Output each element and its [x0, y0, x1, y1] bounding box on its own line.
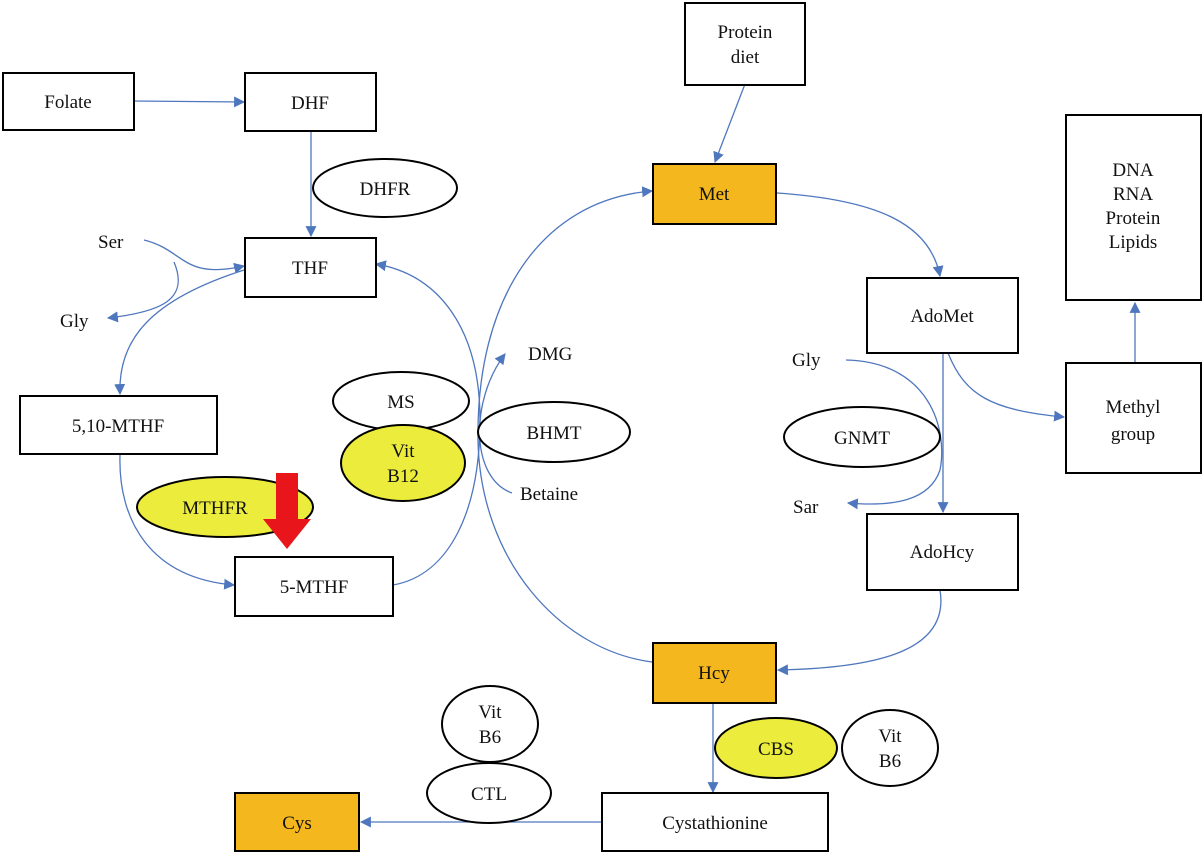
box-510-mthf: 5,10-MTHF	[19, 395, 218, 455]
cofactor-vit-b6-cbs-line2: B6	[879, 751, 901, 772]
box-thf: THF	[244, 237, 377, 298]
box-met-label: Met	[699, 184, 730, 205]
box-macromolecules-line1: DNA	[1112, 160, 1153, 181]
box-methyl-group: Methyl group	[1065, 362, 1202, 474]
box-adomet-label: AdoMet	[910, 306, 974, 327]
edge-thf-gly	[106, 261, 179, 323]
edge-hcy-met	[477, 186, 654, 663]
edge-510mthf-5mthf	[119, 454, 236, 590]
label-dmg: DMG	[528, 344, 573, 365]
box-510-mthf-label: 5,10-MTHF	[72, 416, 164, 437]
enzyme-ms: MS	[332, 371, 470, 431]
box-thf-label: THF	[292, 258, 328, 279]
edge-folate-dhf	[133, 96, 246, 108]
enzyme-cbs-label: CBS	[758, 739, 794, 760]
enzyme-cbs: CBS	[714, 717, 838, 779]
box-folate: Folate	[2, 72, 135, 131]
cofactor-vit-b12-line1: Vit	[391, 441, 415, 462]
box-5-mthf-label: 5-MTHF	[280, 577, 349, 598]
edge-adohcy-hcy	[776, 589, 942, 676]
cofactor-vit-b6-ctl: Vit B6	[441, 685, 539, 763]
enzyme-bhmt-label: BHMT	[527, 423, 582, 444]
edge-thf-510mthf	[114, 269, 245, 396]
label-sar: Sar	[793, 497, 819, 518]
enzyme-mthfr-label: MTHFR	[182, 498, 248, 519]
enzyme-dhfr: DHFR	[312, 158, 458, 218]
box-adohcy-label: AdoHcy	[910, 542, 975, 563]
cofactor-vit-b12: Vit B12	[340, 424, 466, 502]
box-folate-label: Folate	[44, 92, 92, 113]
edge-gly-sar	[845, 359, 943, 510]
box-dhf: DHF	[244, 72, 377, 132]
label-gly-right: Gly	[792, 350, 821, 371]
label-betaine: Betaine	[520, 484, 578, 505]
cofactor-vit-b6-ctl-line1: Vit	[478, 702, 502, 723]
enzyme-ctl-label: CTL	[471, 784, 507, 805]
box-adohcy: AdoHcy	[866, 513, 1019, 591]
cofactor-vit-b12-line2: B12	[387, 466, 419, 487]
box-cystathionine-label: Cystathionine	[662, 813, 768, 834]
cofactor-vit-b6-cbs: Vit B6	[841, 709, 939, 787]
box-methyl-group-line2: group	[1111, 424, 1155, 445]
edges	[106, 83, 1141, 828]
box-hcy-label: Hcy	[698, 663, 730, 684]
box-cys: Cys	[234, 792, 360, 852]
box-methyl-group-line1: Methyl	[1106, 397, 1161, 418]
edge-adomet-methyl	[947, 352, 1066, 422]
box-hcy: Hcy	[652, 642, 777, 704]
box-macromolecules-line3: Protein	[1106, 208, 1161, 229]
box-5-mthf: 5-MTHF	[234, 556, 394, 617]
box-cys-label: Cys	[282, 813, 312, 834]
edge-ser-thf	[143, 239, 246, 274]
label-ser: Ser	[98, 232, 124, 253]
cofactor-vit-b6-cbs-line1: Vit	[878, 726, 902, 747]
mthfr-mutation-arrow	[263, 473, 311, 549]
box-cystathionine: Cystathionine	[601, 792, 829, 852]
enzyme-dhfr-label: DHFR	[360, 179, 411, 200]
cofactor-vit-b6-ctl-line2: B6	[479, 727, 501, 748]
edge-met-adomet	[776, 192, 944, 278]
box-macromolecules-line2: RNA	[1113, 184, 1153, 205]
box-dhf-label: DHF	[291, 93, 329, 114]
enzyme-ctl: CTL	[426, 762, 552, 824]
enzyme-gnmt: GNMT	[783, 406, 941, 468]
label-gly-left: Gly	[60, 311, 89, 332]
enzyme-bhmt: BHMT	[477, 401, 631, 463]
enzyme-gnmt-label: GNMT	[834, 428, 890, 449]
box-protein-diet-line1: Protein	[718, 22, 773, 43]
edge-diet-met	[713, 83, 746, 164]
box-protein-diet: Protein diet	[684, 2, 806, 86]
box-protein-diet-line2: diet	[731, 47, 760, 68]
enzyme-ms-label: MS	[387, 392, 414, 413]
box-met: Met	[652, 163, 777, 225]
box-macromolecules: DNA RNA Protein Lipids	[1065, 114, 1202, 301]
box-adomet: AdoMet	[866, 277, 1019, 354]
box-macromolecules-line4: Lipids	[1109, 232, 1158, 253]
